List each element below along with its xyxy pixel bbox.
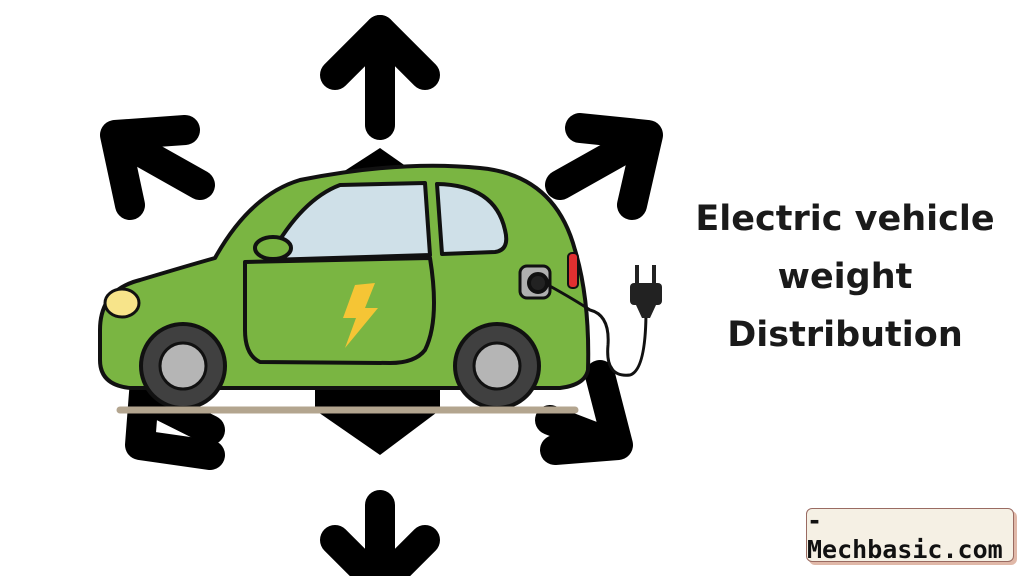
lightning-bolt-icon [343,283,378,348]
charging-plug-icon [547,265,662,377]
arrow-down-icon [320,490,440,576]
car [98,163,591,410]
arrow-upper-right-icon [545,113,663,220]
title-line-3: Distribution [727,315,963,355]
arrow-up-icon [320,15,440,140]
page-title: Electric vehicle weight Distribution [680,190,1010,364]
arrow-lower-left-icon [125,365,225,470]
arrow-upper-left-icon [100,115,215,220]
watermark-badge: -Mechbasic.com [806,506,1014,564]
title-line-2: weight [777,257,913,297]
arrow-lower-right-icon [535,360,633,465]
title-line-1: Electric vehicle [695,199,995,239]
